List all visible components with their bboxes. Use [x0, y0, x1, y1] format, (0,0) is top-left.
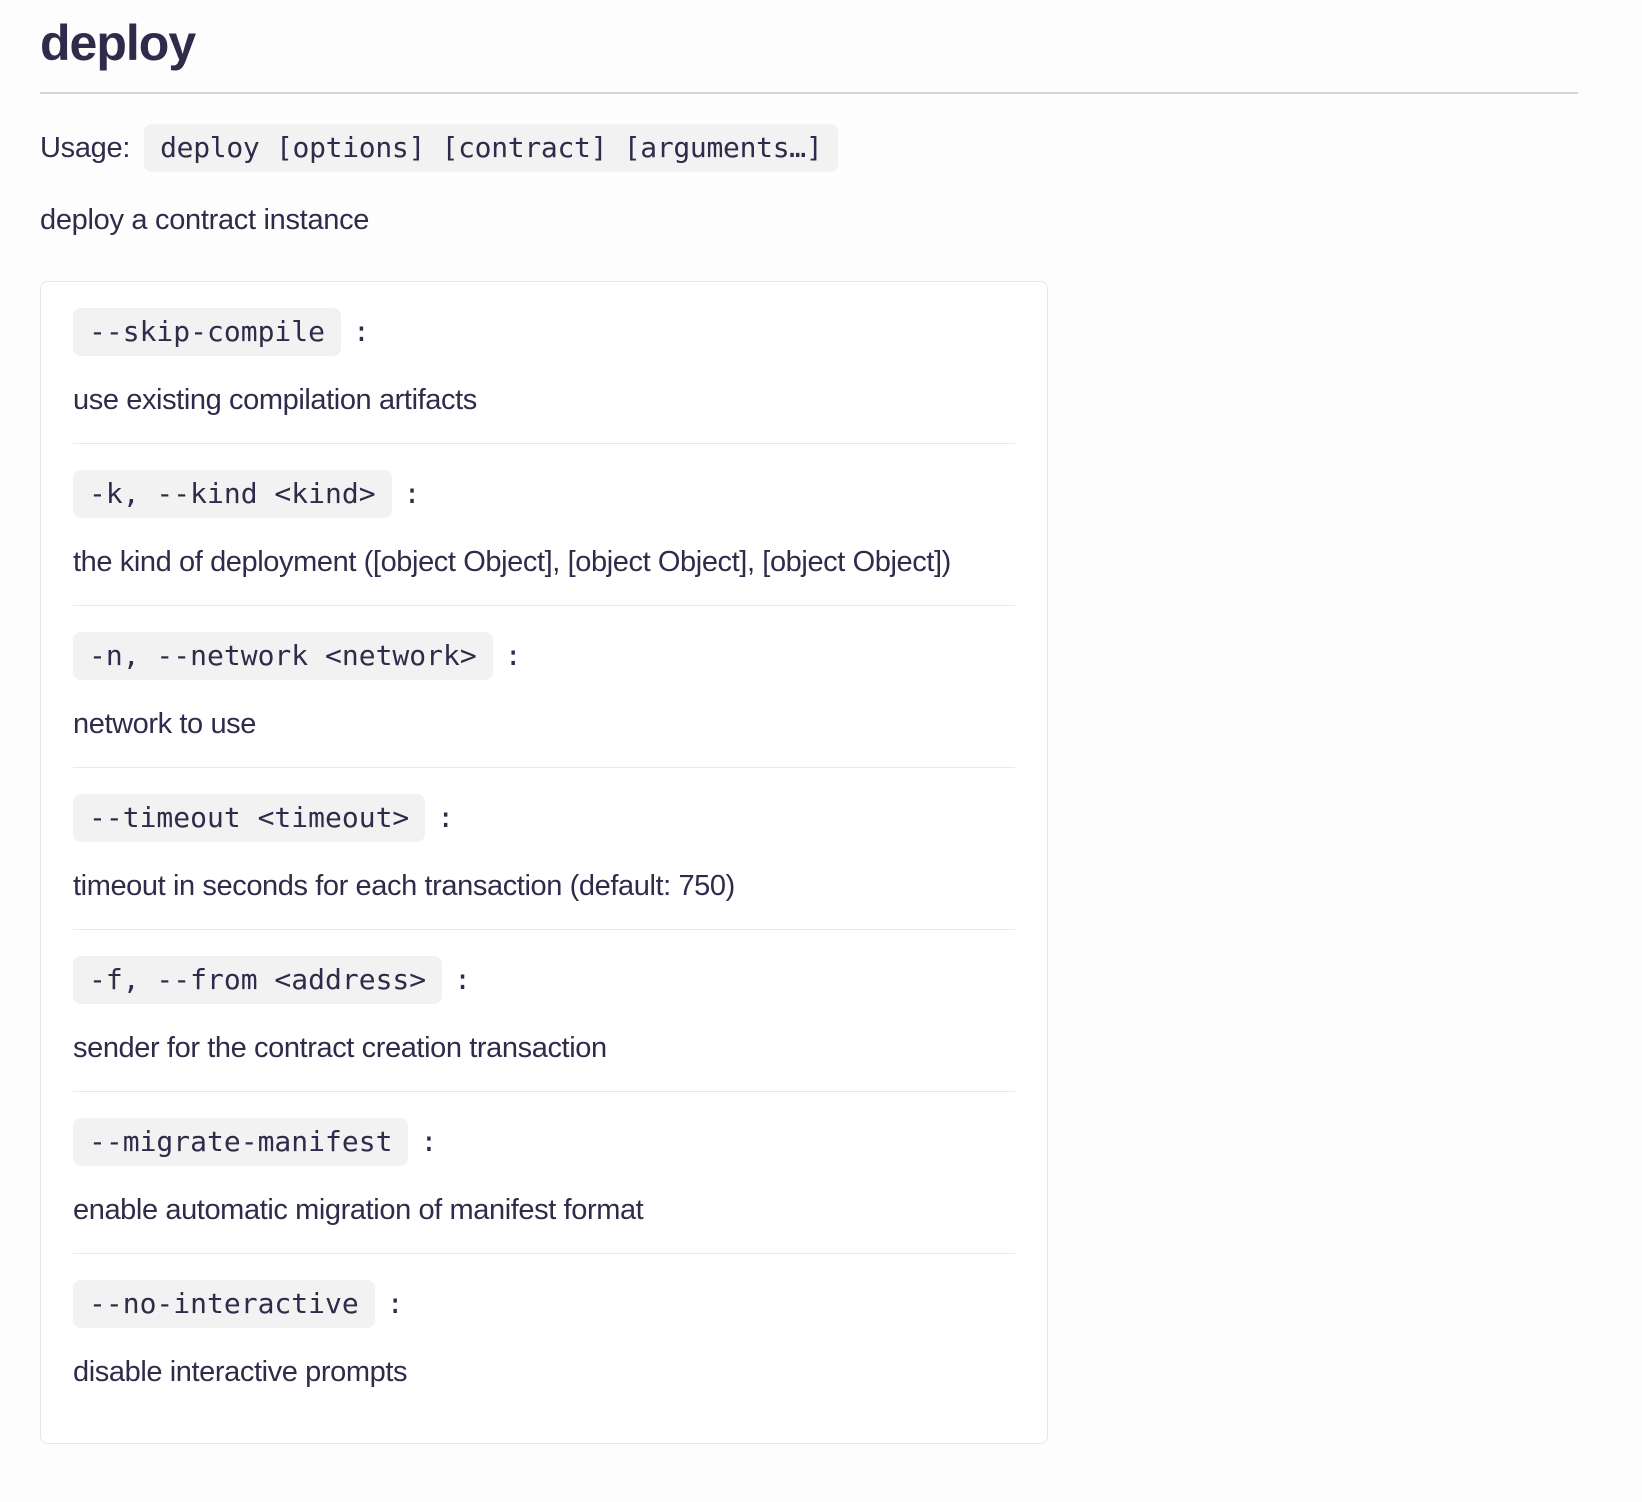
option-description: disable interactive prompts: [73, 1356, 408, 1388]
option-entry-network: -n, --network <network> : network to use: [73, 605, 1015, 767]
option-colon: :: [454, 963, 472, 996]
usage-command-code: deploy [options] [contract] [arguments…]: [144, 124, 839, 172]
page-title: deploy: [40, 15, 196, 71]
option-description: sender for the contract creation transac…: [73, 1032, 607, 1064]
options-card: --skip-compile : use existing compilatio…: [40, 281, 1048, 1444]
option-flag-row: --skip-compile :: [73, 308, 1015, 356]
option-colon: :: [386, 1287, 404, 1320]
option-flag-row: --timeout <timeout> :: [73, 794, 1015, 842]
usage-label: Usage:: [40, 131, 131, 164]
option-flag-code: --migrate-manifest: [73, 1118, 409, 1166]
option-description: network to use: [73, 708, 256, 740]
option-entry-skip-compile: --skip-compile : use existing compilatio…: [73, 282, 1015, 443]
option-description: use existing compilation artifacts: [73, 384, 477, 416]
option-entry-no-interactive: --no-interactive : disable interactive p…: [73, 1253, 1015, 1443]
option-entry-kind: -k, --kind <kind> : the kind of deployme…: [73, 443, 1015, 605]
option-colon: :: [353, 315, 370, 348]
option-flag-code: -f, --from <address>: [73, 956, 443, 1004]
option-flag-row: -n, --network <network> :: [73, 632, 1015, 680]
option-flag-code: -k, --kind <kind>: [73, 470, 392, 518]
option-description: the kind of deployment ([object Object],…: [73, 546, 951, 578]
option-flag-code: --timeout <timeout>: [73, 794, 426, 842]
option-entry-from: -f, --from <address> : sender for the co…: [73, 929, 1015, 1091]
option-colon: :: [420, 1125, 438, 1158]
command-description: deploy a contract instance: [40, 204, 370, 236]
option-flag-row: --no-interactive :: [73, 1280, 1015, 1328]
option-colon: :: [504, 639, 522, 672]
option-flag-code: -n, --network <network>: [73, 632, 493, 680]
option-entry-migrate-manifest: --migrate-manifest : enable automatic mi…: [73, 1091, 1015, 1253]
option-description: timeout in seconds for each transaction …: [73, 870, 735, 902]
option-flag-code: --no-interactive: [73, 1280, 375, 1328]
option-entry-timeout: --timeout <timeout> : timeout in seconds…: [73, 767, 1015, 929]
option-flag-code: --skip-compile: [73, 308, 342, 356]
option-description: enable automatic migration of manifest f…: [73, 1194, 644, 1226]
title-divider: [40, 92, 1578, 94]
option-colon: :: [437, 801, 455, 834]
option-colon: :: [403, 477, 421, 510]
docs-page: deploy Usage: deploy [options] [contract…: [40, 15, 1578, 1444]
usage-line: Usage: deploy [options] [contract] [argu…: [40, 124, 1578, 172]
option-flag-row: -k, --kind <kind> :: [73, 470, 1015, 518]
option-flag-row: -f, --from <address> :: [73, 956, 1015, 1004]
option-flag-row: --migrate-manifest :: [73, 1118, 1015, 1166]
